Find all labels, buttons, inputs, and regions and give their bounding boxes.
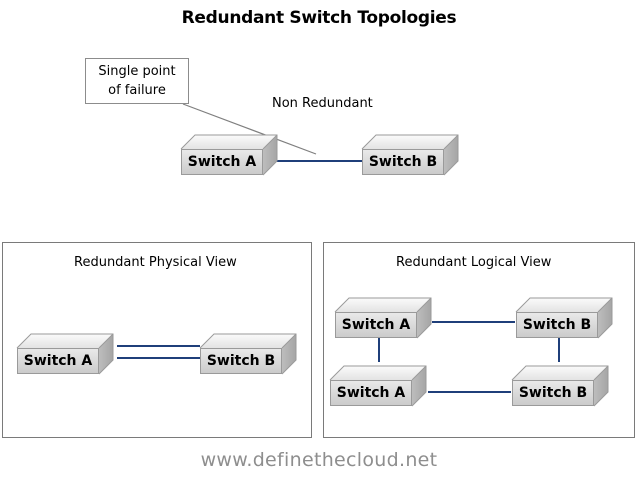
callout-line-1: Single point: [98, 64, 176, 79]
switch-a-physical: Switch A: [16, 333, 114, 375]
switch-label: Switch A: [17, 348, 99, 374]
website-footer: www.definethecloud.net: [200, 449, 438, 471]
switch-label: Switch B: [362, 149, 444, 175]
switch-b-logical-bottom: Switch B: [511, 365, 609, 407]
switch-label: Switch B: [512, 380, 594, 406]
switch-a-non-redundant: Switch A: [180, 134, 278, 176]
diagram-title: Redundant Switch Topologies: [181, 8, 457, 28]
switch-a-logical-bottom: Switch A: [329, 365, 427, 407]
switch-label: Switch A: [335, 312, 417, 338]
non-redundant-label: Non Redundant: [272, 96, 373, 111]
switch-b-physical: Switch B: [199, 333, 297, 375]
physical-view-label: Redundant Physical View: [74, 255, 237, 270]
logical-view-label: Redundant Logical View: [396, 255, 552, 270]
switch-label: Switch B: [516, 312, 598, 338]
switch-label: Switch B: [200, 348, 282, 374]
switch-b-logical-top: Switch B: [515, 297, 613, 339]
switch-b-non-redundant: Switch B: [361, 134, 459, 176]
callout-line-2: of failure: [108, 83, 166, 98]
switch-a-logical-top: Switch A: [334, 297, 432, 339]
callout-pointer: [182, 103, 317, 155]
switch-label: Switch A: [330, 380, 412, 406]
single-point-of-failure-callout: Single point of failure: [85, 58, 189, 104]
switch-label: Switch A: [181, 149, 263, 175]
